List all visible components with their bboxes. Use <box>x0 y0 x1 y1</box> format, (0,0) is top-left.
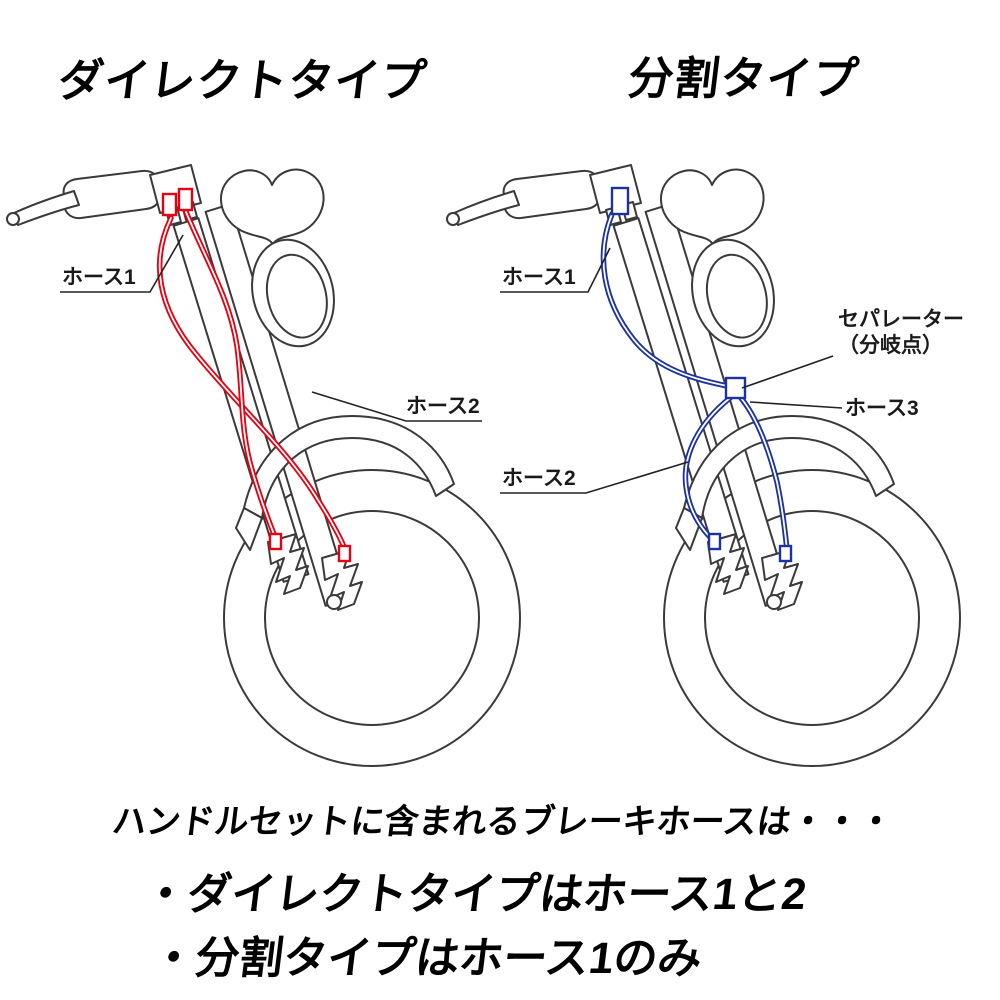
direct-hose1-leader-line <box>60 234 184 293</box>
footer-intro-text-span: ハンドルセットに含まれるブレーキホースは・・・ <box>110 803 896 841</box>
split-type-diagram: ホース1 セパレーター （分岐点） ホース3 ホース2 <box>446 164 964 767</box>
footer-bullet-split-text: ・分割タイプはホース1のみ <box>148 934 705 983</box>
separator-label-line1: セパレーター <box>838 308 964 331</box>
direct-hose2-label: ホース2 <box>406 395 480 418</box>
heading-split-type: 分割タイプ <box>625 42 861 107</box>
banjo-fitting-blue <box>610 186 630 216</box>
caliper-fitting-blue-1 <box>707 532 722 551</box>
separator-leader-line <box>741 355 834 389</box>
footer-intro-text: ハンドルセットに含まれるブレーキホースは・・・ <box>0 794 1000 843</box>
footer-bullet-split: ・分割タイプはホース1のみ <box>148 922 704 986</box>
motorcycle-front-end-split <box>446 164 961 767</box>
direct-hose1-label: ホース1 <box>62 266 136 289</box>
direct-hoses <box>160 187 352 563</box>
direct-labels: ホース1 ホース2 <box>60 234 482 422</box>
split-hose3-leader-line <box>749 401 843 409</box>
footer-bullet-direct: ・ダイレクトタイプはホース1と2 <box>140 858 809 922</box>
caliper-fitting-red-2 <box>337 544 352 563</box>
split-hose1-leader-line <box>500 247 611 293</box>
banjo-fitting-red-1 <box>161 192 178 217</box>
separator-label-line2: （分岐点） <box>838 333 943 357</box>
separator-fitting <box>724 376 747 400</box>
footer-bullet-direct-text: ・ダイレクトタイプはホース1と2 <box>140 870 810 919</box>
banjo-fitting-red-2 <box>177 187 194 212</box>
motorcycle-front-end-direct <box>6 164 521 767</box>
split-hose1-label: ホース1 <box>502 266 576 289</box>
brake-hose-diagram: ホース1 ホース2 ホース1 セパレーター （分岐点） ホース3 ホース2 <box>6 164 964 767</box>
split-hose3-label: ホース3 <box>845 397 919 420</box>
heading-direct-type: ダイレクトタイプ <box>55 44 429 109</box>
heading-split-type-text: 分割タイプ <box>625 53 862 104</box>
caliper-fitting-red-1 <box>268 532 283 551</box>
split-hose2-label: ホース2 <box>502 467 576 490</box>
direct-type-diagram: ホース1 ホース2 <box>6 164 521 767</box>
split-labels: ホース1 セパレーター （分岐点） ホース3 ホース2 <box>500 247 964 494</box>
split-hoses <box>603 186 793 563</box>
heading-direct-type-text: ダイレクトタイプ <box>55 55 430 106</box>
direct-hose2-leader-line <box>311 391 482 422</box>
caliper-fitting-blue-2 <box>778 544 793 563</box>
split-hose2-leader-line <box>500 461 689 494</box>
